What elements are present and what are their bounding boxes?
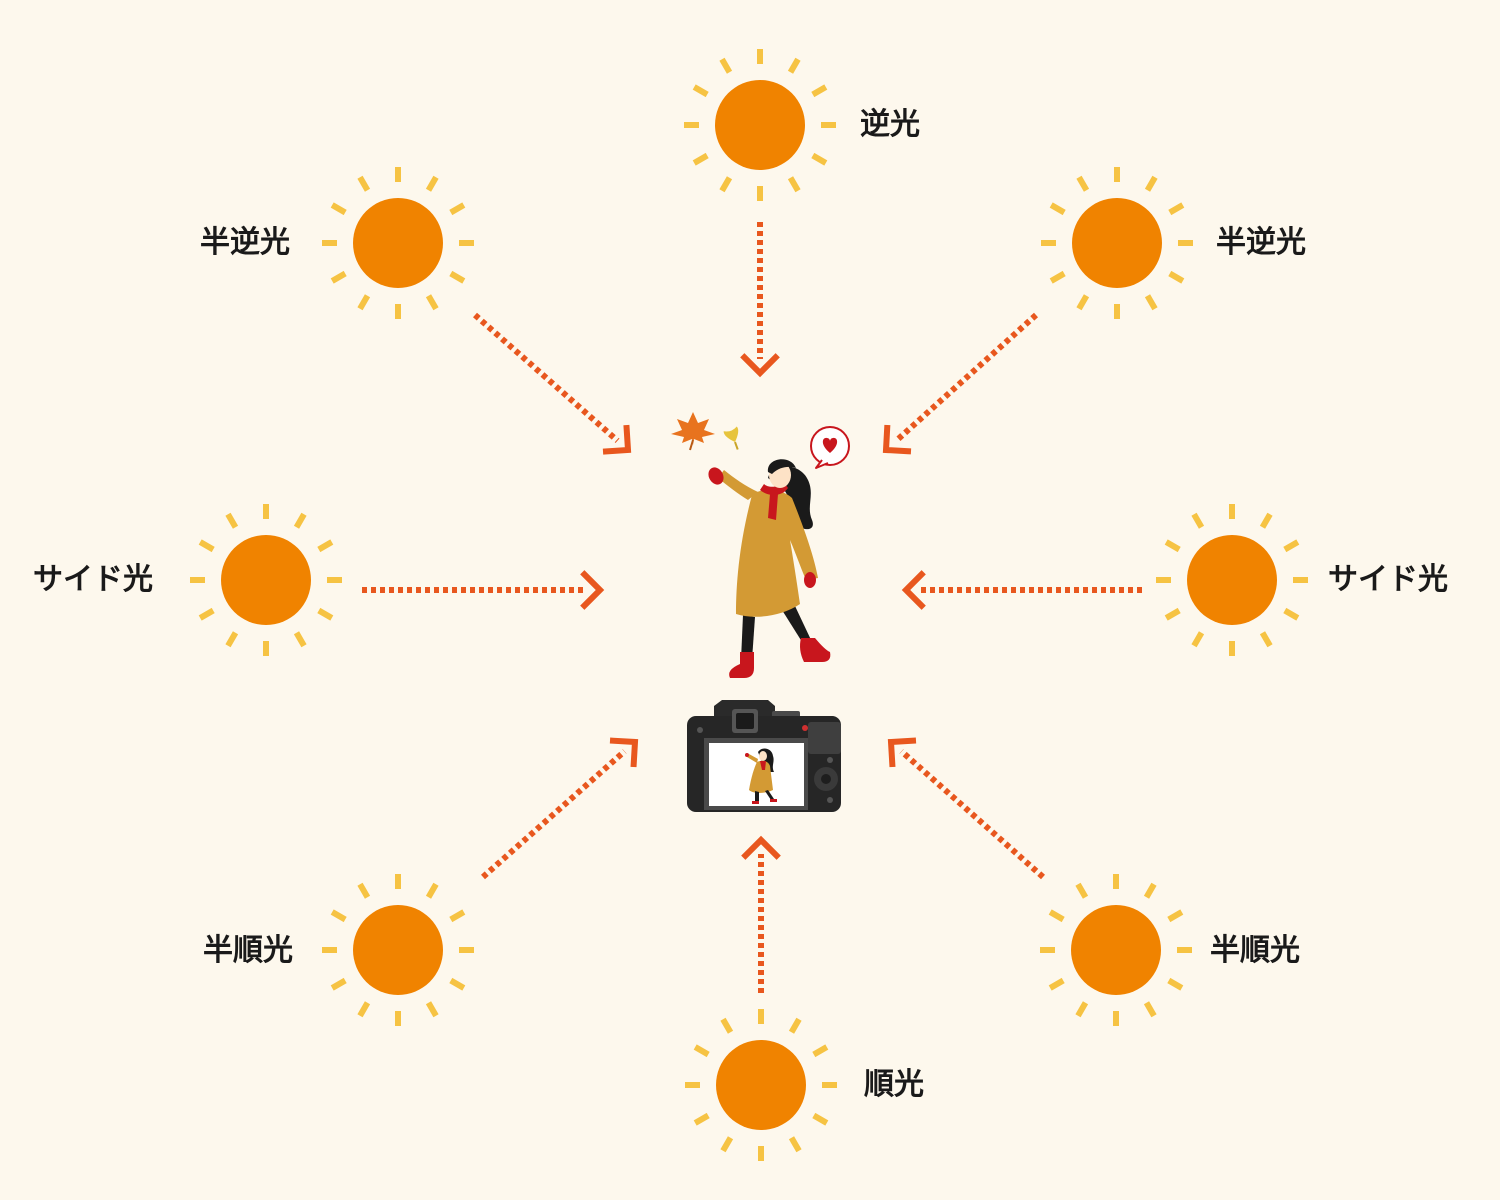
arrow-front [741, 835, 781, 993]
subject-woman [708, 459, 831, 678]
arrow-semi-backlight-right [882, 312, 1039, 455]
sun-icon-side-left [190, 504, 342, 656]
arrow-semi-front-right [887, 737, 1045, 880]
arrow-side-left [362, 570, 605, 610]
suns-layer [190, 49, 1308, 1161]
heart-speech-bubble-icon [810, 426, 850, 469]
label-semi-backlight-right: 半逆光 [1216, 225, 1306, 260]
sun-icon-semi-backlight-right [1041, 167, 1193, 319]
label-semi-front-left: 半順光 [203, 933, 293, 968]
maple-leaf-icon [671, 412, 715, 451]
label-backlight: 逆光 [860, 107, 920, 142]
ginkgo-leaf-icon [723, 426, 739, 450]
sun-icon-semi-front-right [1040, 874, 1192, 1026]
arrows-layer [362, 222, 1142, 993]
label-semi-backlight-left: 半逆光 [200, 225, 290, 260]
camera-icon [687, 700, 841, 812]
label-semi-front-right: 半順光 [1210, 933, 1300, 968]
sun-icon-semi-backlight-left [322, 167, 474, 319]
sun-icon-backlight [684, 49, 836, 201]
label-front-light: 順光 [864, 1067, 924, 1102]
label-side-light-left: サイド光 [33, 562, 153, 597]
arrow-side-right [901, 570, 1142, 610]
label-side-light-right: サイド光 [1328, 562, 1448, 597]
arrow-semi-backlight-left [473, 312, 632, 455]
sun-icon-semi-front-left [322, 874, 474, 1026]
arrow-backlight [740, 222, 780, 378]
arrow-semi-front-left [481, 737, 639, 880]
sun-icon-front [685, 1009, 837, 1161]
camera-screen-preview [745, 748, 777, 804]
sun-icon-side-right [1156, 504, 1308, 656]
